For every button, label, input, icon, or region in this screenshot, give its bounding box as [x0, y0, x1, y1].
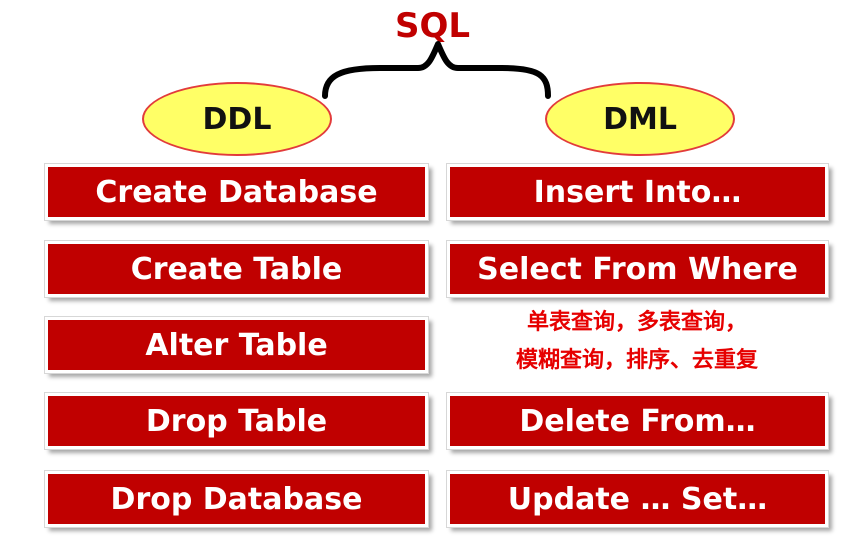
dml-ellipse: DML [545, 82, 735, 156]
dml-delete-from-box: Delete From… [446, 392, 829, 450]
ddl-label: DDL [202, 101, 272, 137]
dml-select-from-where-box: Select From Where [446, 240, 829, 298]
note-line-2: 模糊查询，排序、去重复 [515, 348, 758, 373]
diagram-title: SQL [394, 6, 471, 46]
ddl-alter-table-box: Alter Table [44, 316, 429, 374]
ddl-drop-database-box: Drop Database [44, 470, 429, 528]
dml-label: DML [603, 101, 677, 137]
select-query-note: 单表查询，多表查询， 模糊查询，排序、去重复 [462, 304, 812, 380]
ddl-create-table-box: Create Table [44, 240, 429, 298]
ddl-ellipse: DDL [142, 82, 332, 156]
dml-insert-into-box: Insert Into… [446, 163, 829, 221]
ddl-drop-table-box: Drop Table [44, 392, 429, 450]
ddl-create-database-box: Create Database [44, 163, 429, 221]
dml-update-set-box: Update … Set… [446, 470, 829, 528]
note-line-1: 单表查询，多表查询， [526, 310, 747, 335]
